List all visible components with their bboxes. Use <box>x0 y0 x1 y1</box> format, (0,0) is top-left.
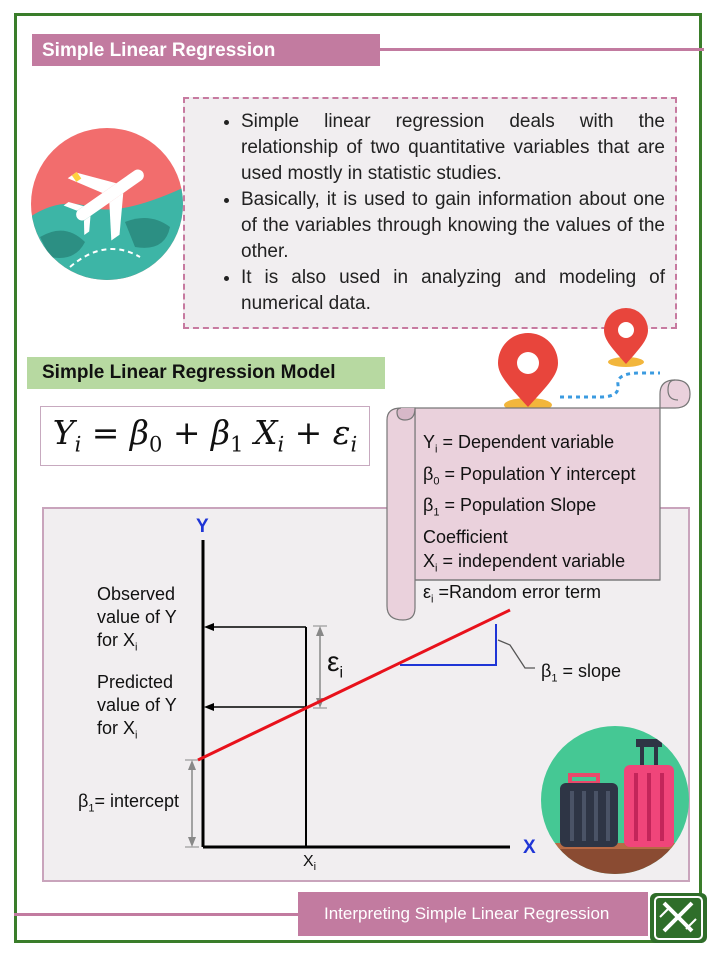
y-axis-label: Y <box>196 516 209 537</box>
page-border <box>14 13 702 943</box>
def-x: Xi = independent variable <box>423 550 626 575</box>
route-dashes <box>560 371 660 399</box>
footer-banner: Interpreting Simple Linear Regression <box>298 892 648 936</box>
x-tick-label: Xi <box>303 853 317 874</box>
airplane-globe-icon <box>31 128 183 280</box>
x-axis-label: X <box>523 837 536 858</box>
definitions-list: Yi = Dependent variable β0 = Population … <box>423 430 635 612</box>
footer-rule <box>14 913 299 916</box>
intro-bullet: Basically, it is used to gain informatio… <box>241 187 665 265</box>
error-label: εi <box>327 646 344 682</box>
model-heading-tag: Simple Linear Regression Model <box>27 357 385 389</box>
equation-box: Yi = β0 + β1 Xi + εi <box>40 406 370 466</box>
footer-title: Interpreting Simple Linear Regression <box>324 904 610 923</box>
title-rule <box>380 48 704 51</box>
regression-equation: Yi = β0 + β1 Xi + εi <box>52 413 358 457</box>
slope-marker <box>400 624 497 666</box>
intercept-label: β1= intercept <box>78 791 180 815</box>
def-b0: β0 = Population Y intercept <box>423 463 636 488</box>
intro-bullet: Simple linear regression deals with the … <box>241 109 665 187</box>
model-heading: Simple Linear Regression Model <box>42 362 336 383</box>
map-pin-icon <box>604 308 648 367</box>
title-banner: Simple Linear Regression <box>32 34 380 66</box>
intro-box: Simple linear regression deals with the … <box>183 97 677 329</box>
definitions-scroll <box>386 379 691 621</box>
def-b1-cont: Coefficient <box>423 526 508 547</box>
worksheet-logo-icon <box>650 893 707 943</box>
observed-label: Observed value of Y for Xi <box>97 584 177 654</box>
intro-bullet: It is also used in analyzing and modelin… <box>241 265 665 317</box>
def-y: Yi = Dependent variable <box>423 432 615 456</box>
luggage-icon <box>541 726 689 874</box>
slope-label: β1 = slope <box>541 661 622 685</box>
def-b1: β1 = Population Slope <box>423 495 597 519</box>
page-title: Simple Linear Regression <box>42 40 276 61</box>
regression-line <box>197 608 511 762</box>
predicted-label: Predicted value of Y for Xi <box>97 672 177 742</box>
def-e: εi =Random error term <box>423 582 602 606</box>
